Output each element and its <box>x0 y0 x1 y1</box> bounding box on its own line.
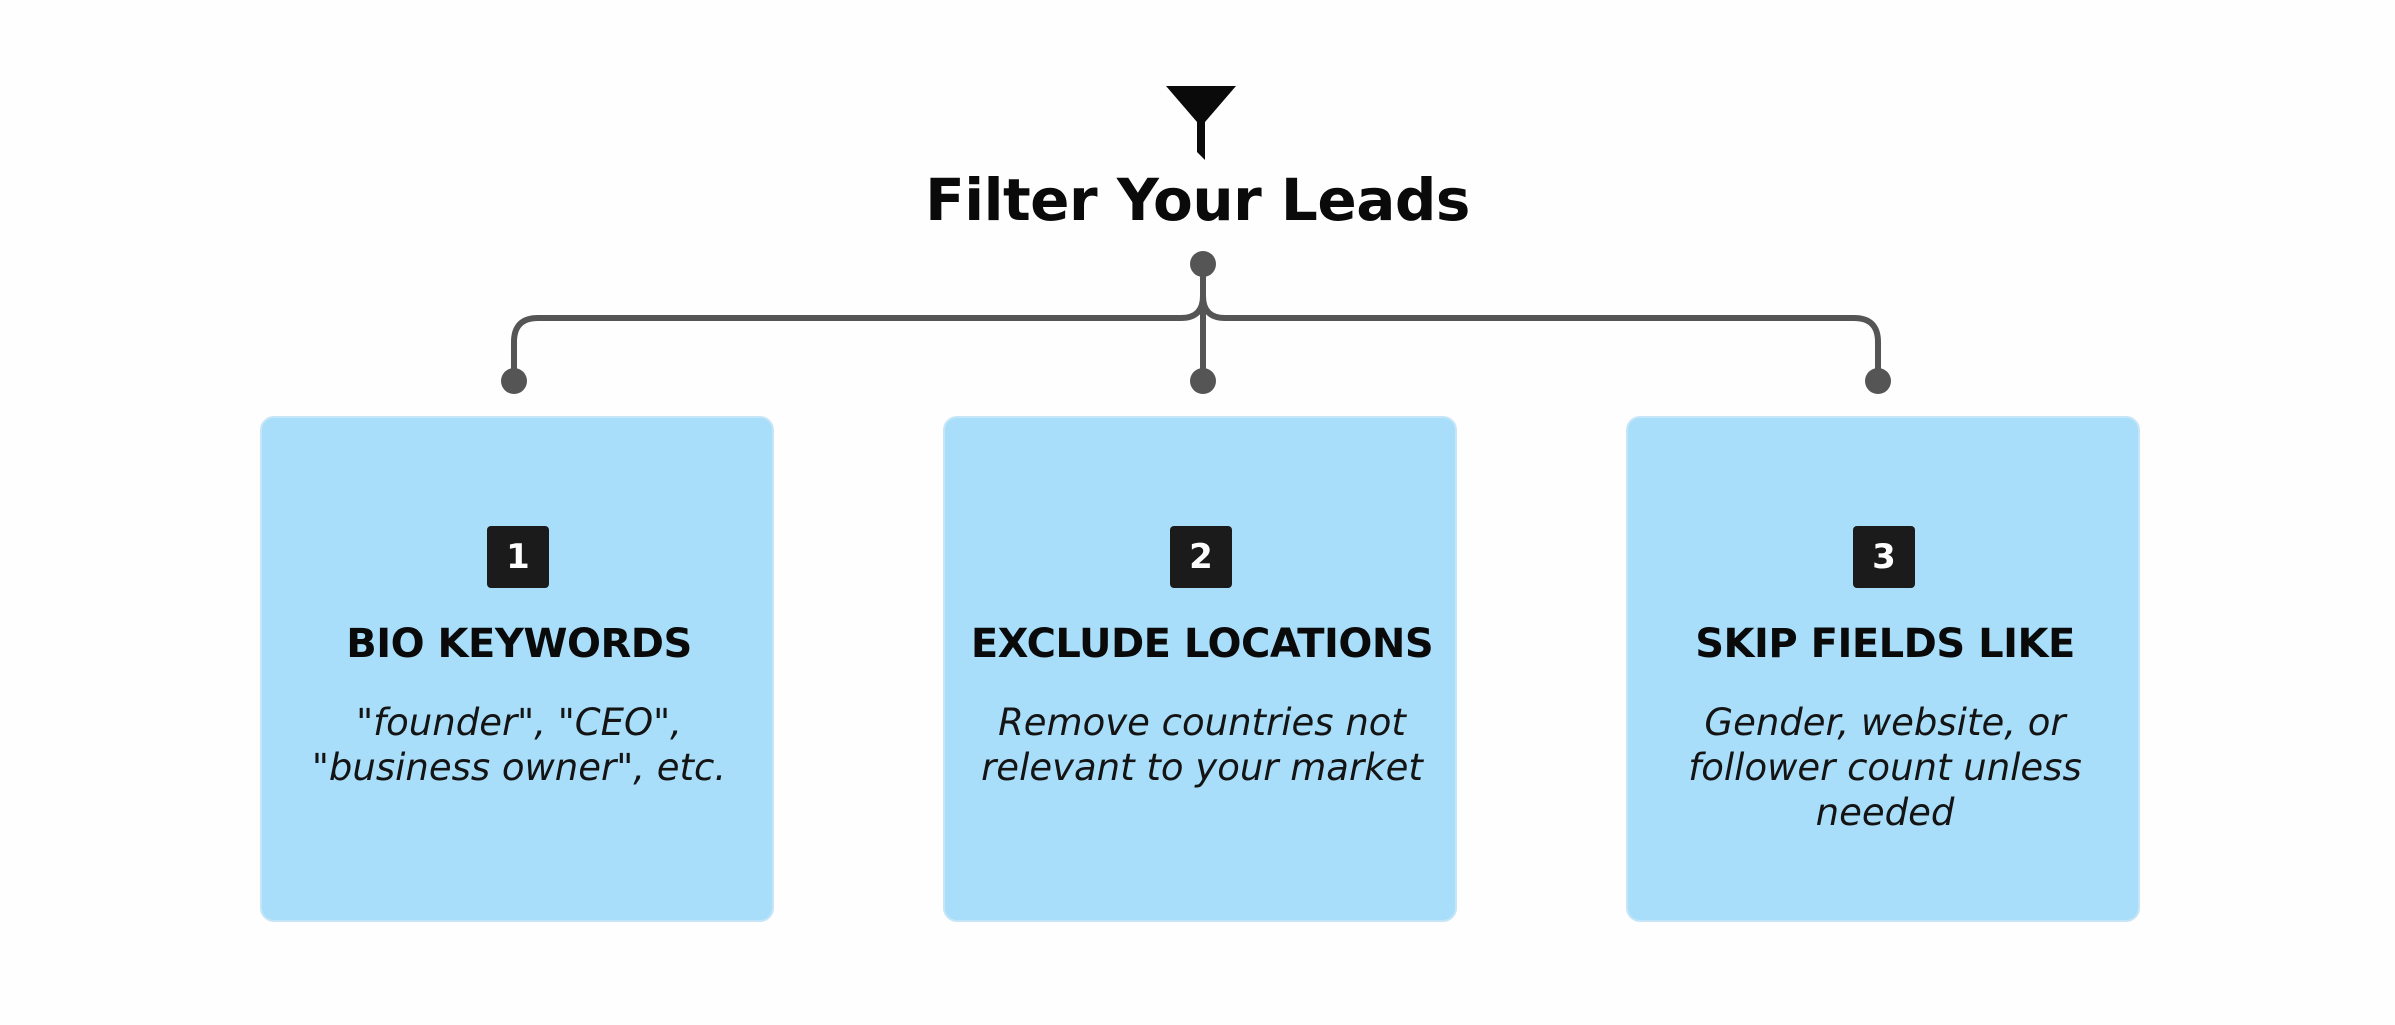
card-title: SKIP FIELDS LIKE <box>1695 621 2075 667</box>
step-number-badge: 1 <box>487 526 549 588</box>
connector-node-right <box>1865 368 1891 394</box>
card-title: BIO KEYWORDS <box>346 621 692 667</box>
connector-node-center <box>1190 368 1216 394</box>
card-exclude-locations: 2 EXCLUDE LOCATIONS Remove countries not… <box>943 416 1457 922</box>
card-title: EXCLUDE LOCATIONS <box>970 621 1434 667</box>
card-bio-keywords: 1 BIO KEYWORDS "founder", "CEO", "busine… <box>260 416 774 922</box>
card-skip-fields: 3 SKIP FIELDS LIKE Gender, website, or f… <box>1626 416 2140 922</box>
diagram-title: Filter Your Leads <box>925 166 1470 234</box>
connector-node-left <box>501 368 527 394</box>
funnel-icon <box>1166 86 1236 160</box>
card-description: Gender, website, or follower count unles… <box>1688 701 2082 834</box>
card-description: "founder", "CEO", "business owner", etc. <box>311 701 727 789</box>
connector-node-top <box>1190 251 1216 277</box>
card-description: Remove countries not relevant to your ma… <box>981 701 1423 789</box>
step-number-badge: 3 <box>1853 526 1915 588</box>
step-number-badge: 2 <box>1170 526 1232 588</box>
